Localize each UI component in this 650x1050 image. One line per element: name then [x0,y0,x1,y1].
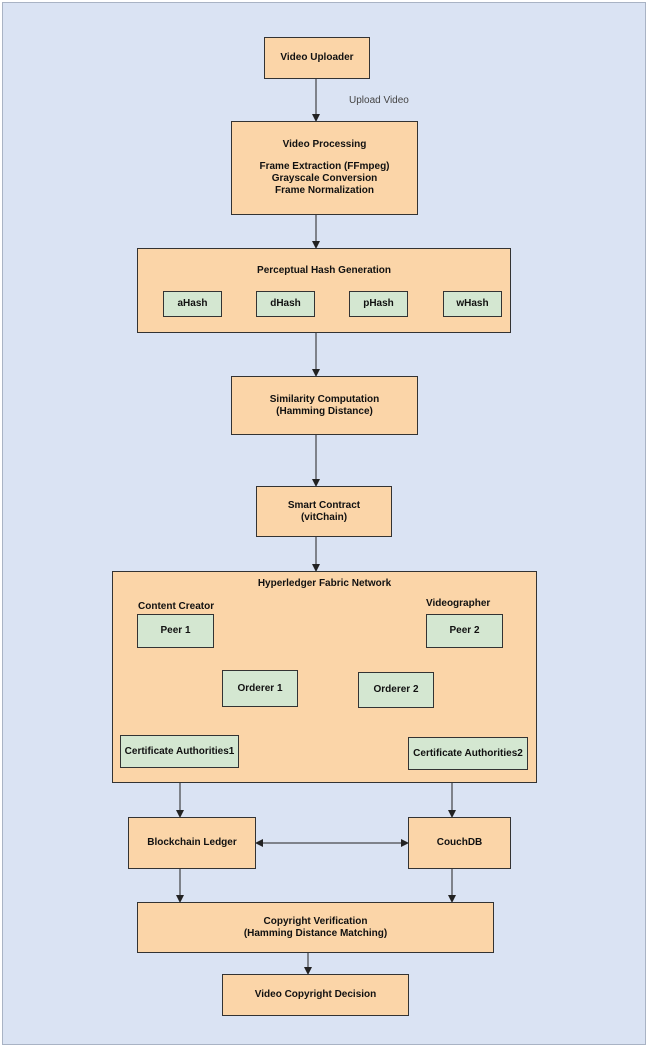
copyright-decision-label: Video Copyright Decision [254,989,377,1000]
ca1-node[interactable]: Certificate Authorities1 [120,735,239,768]
peer1-node[interactable]: Peer 1 [137,614,214,648]
similarity-line-1: Similarity Computation [269,393,380,405]
ca2-label: Certificate Authorities2 [413,747,523,759]
content-creator-label: Content Creator [138,601,215,612]
video-uploader-label: Video Uploader [280,52,354,63]
orderer2-node[interactable]: Orderer 2 [358,672,434,708]
orderer1-label: Orderer 1 [237,682,283,694]
processing-step-3: Frame Normalization [275,185,374,196]
verification-line-2: (Hamming Distance Matching) [243,927,388,939]
processing-step-1: Frame Extraction (FFmpeg) [259,161,390,172]
video-uploader-node[interactable]: Video Uploader [264,37,370,79]
video-processing-title: Video Processing [282,139,367,150]
smart-contract-node[interactable]: Smart Contract (vitChain) [256,486,392,537]
fabric-network-title: Hyperledger Fabric Network [257,578,392,589]
hash-generation-title: Perceptual Hash Generation [257,265,391,276]
peer2-label: Peer 2 [449,625,480,636]
dhash-node[interactable]: dHash [256,291,315,317]
orderer1-node[interactable]: Orderer 1 [222,670,298,707]
orderer2-label: Orderer 2 [373,684,419,695]
ca2-node[interactable]: Certificate Authorities2 [408,737,528,770]
verification-line-1: Copyright Verification [263,915,368,927]
couchdb-node[interactable]: CouchDB [408,817,511,869]
processing-step-2: Grayscale Conversion [271,173,378,184]
peer1-label: Peer 1 [160,625,191,636]
peer2-node[interactable]: Peer 2 [426,614,503,648]
similarity-line-2: (Hamming Distance) [276,405,373,417]
whash-label: wHash [456,298,489,309]
ahash-label: aHash [177,298,208,309]
whash-node[interactable]: wHash [443,291,502,317]
couchdb-label: CouchDB [436,837,483,848]
phash-label: pHash [363,298,394,309]
hash-generation-container[interactable]: Perceptual Hash Generation [137,248,511,333]
blockchain-ledger-label: Blockchain Ledger [147,837,237,848]
video-processing-node[interactable]: Video Processing Frame Extraction (FFmpe… [231,121,418,215]
smart-contract-line-2: (vitChain) [300,511,348,523]
copyright-decision-node[interactable]: Video Copyright Decision [222,974,409,1016]
videographer-label: Videographer [426,598,491,609]
phash-node[interactable]: pHash [349,291,408,317]
copyright-verification-node[interactable]: Copyright Verification (Hamming Distance… [137,902,494,953]
blockchain-ledger-node[interactable]: Blockchain Ledger [128,817,256,869]
ca1-label: Certificate Authorities1 [124,745,235,757]
dhash-label: dHash [270,298,301,309]
similarity-node[interactable]: Similarity Computation (Hamming Distance… [231,376,418,435]
smart-contract-line-1: Smart Contract [287,499,361,511]
upload-video-label: Upload Video [349,95,409,106]
ahash-node[interactable]: aHash [163,291,222,317]
